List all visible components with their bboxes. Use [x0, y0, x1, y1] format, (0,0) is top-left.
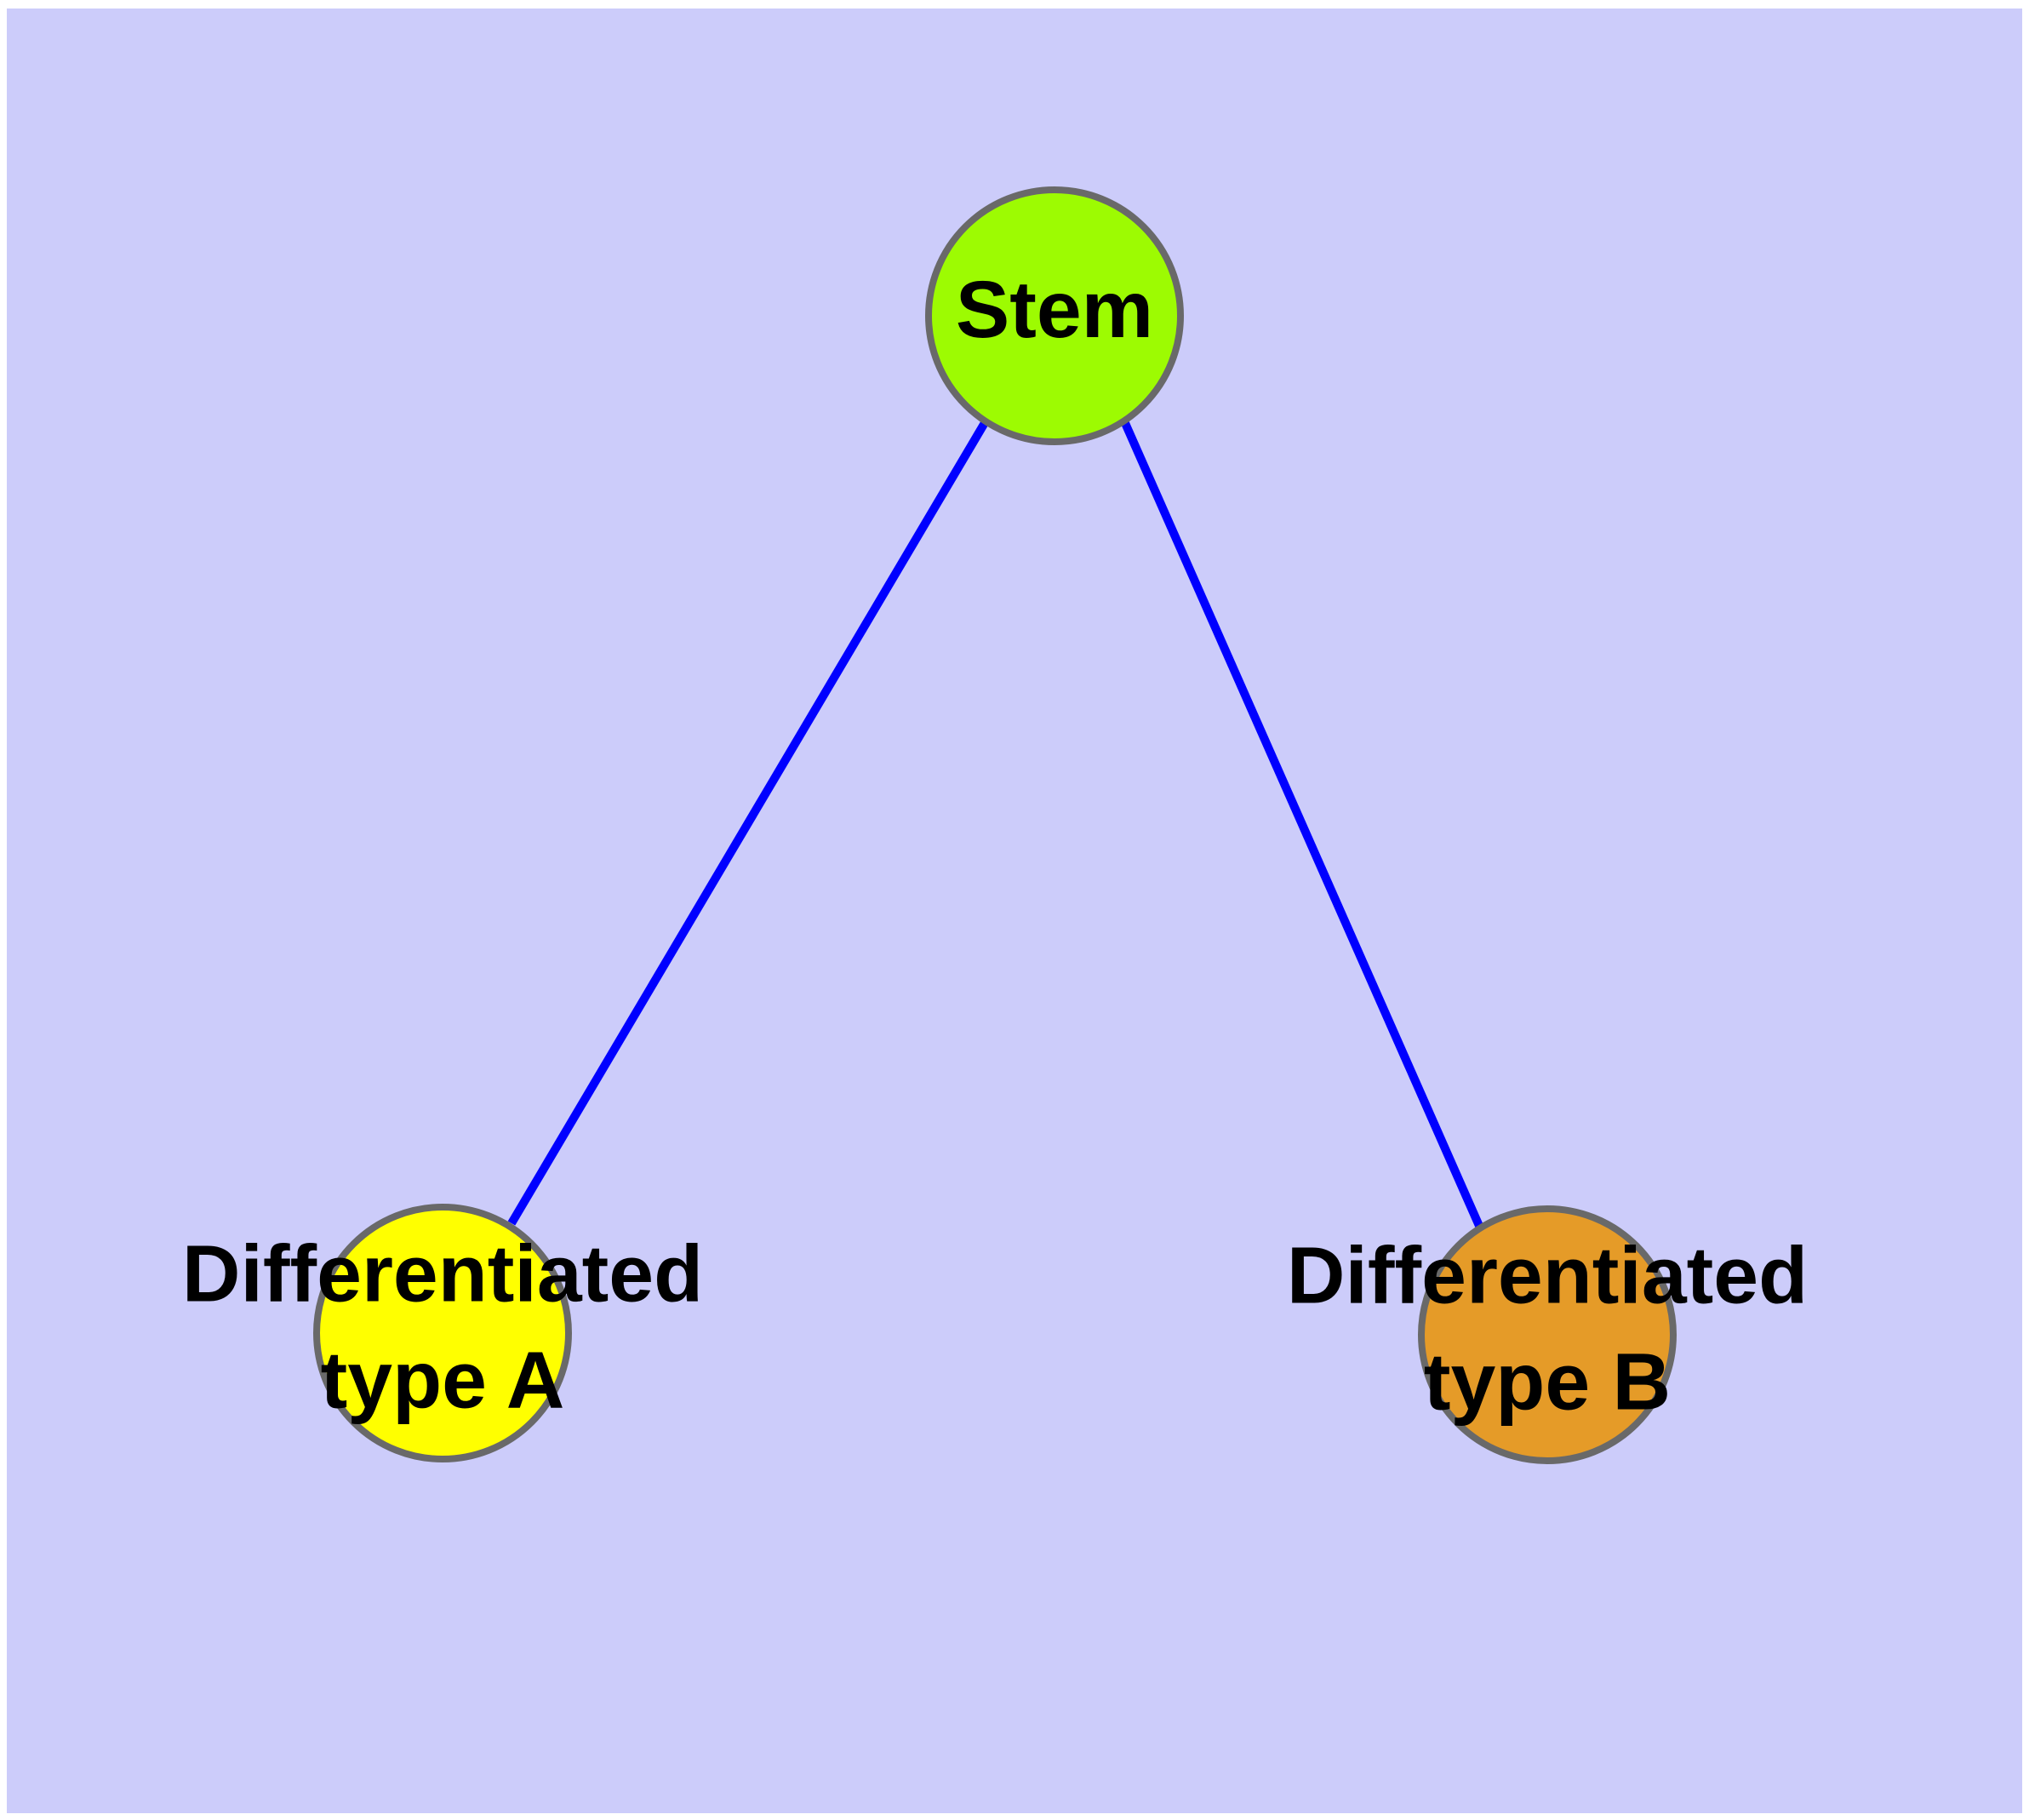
node-label-line: Differentiated	[1287, 1231, 1808, 1321]
node-label-stem: Stem	[956, 265, 1153, 355]
node-label-line: type A	[321, 1336, 565, 1426]
node-label-diff-b: Differentiated type B	[1287, 1231, 1808, 1428]
edges-group	[507, 419, 1483, 1228]
node-label-line: Differentiated	[182, 1229, 703, 1319]
node-circle-diff-b[interactable]	[1418, 1205, 1677, 1464]
node-circle-stem[interactable]	[925, 186, 1184, 445]
edge-stem-to-diff-b[interactable]	[1121, 421, 1483, 1228]
node-label-line: Stem	[956, 265, 1153, 355]
node-label-diff-a: Differentiated type A	[182, 1229, 703, 1426]
node-label-line: type B	[1424, 1337, 1671, 1428]
edge-stem-to-diff-a[interactable]	[507, 419, 990, 1226]
node-circle-diff-a[interactable]	[313, 1204, 572, 1462]
